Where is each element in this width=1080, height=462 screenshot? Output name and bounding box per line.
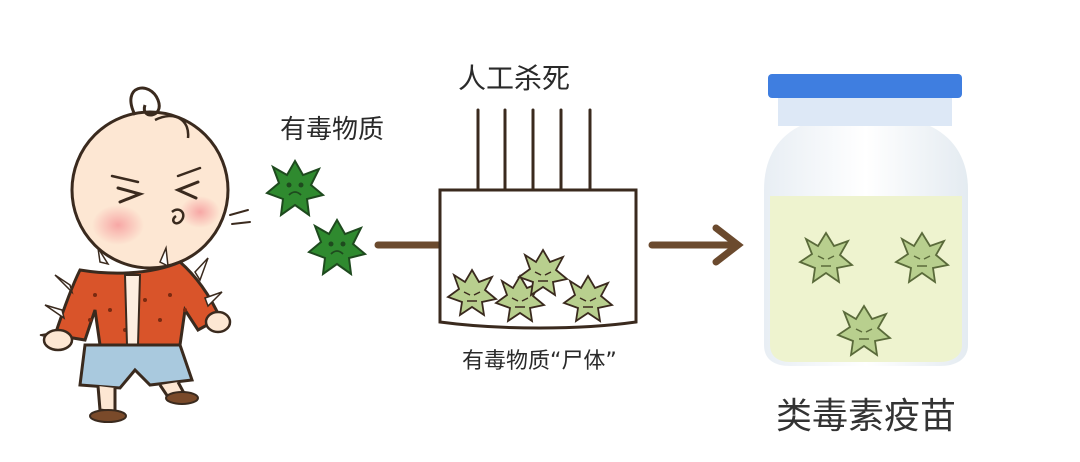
child-pants <box>80 345 192 388</box>
child-character <box>40 88 250 422</box>
left-cheek <box>92 205 144 245</box>
right-cheek <box>180 196 220 228</box>
live-toxin-2 <box>309 220 365 274</box>
toxin-label: 有毒物质 <box>280 115 384 145</box>
corpse-label: 有毒物质“尸体” <box>462 349 617 374</box>
vaccine-label: 类毒素疫苗 <box>776 396 956 437</box>
jar-lid <box>768 74 962 98</box>
child-head <box>72 112 228 268</box>
arrow-to-vaccine <box>652 228 738 262</box>
vaccine-jar <box>764 74 968 366</box>
breath-lines <box>230 210 250 224</box>
kill-label: 人工杀死 <box>458 62 570 95</box>
live-toxin-1 <box>267 161 323 215</box>
